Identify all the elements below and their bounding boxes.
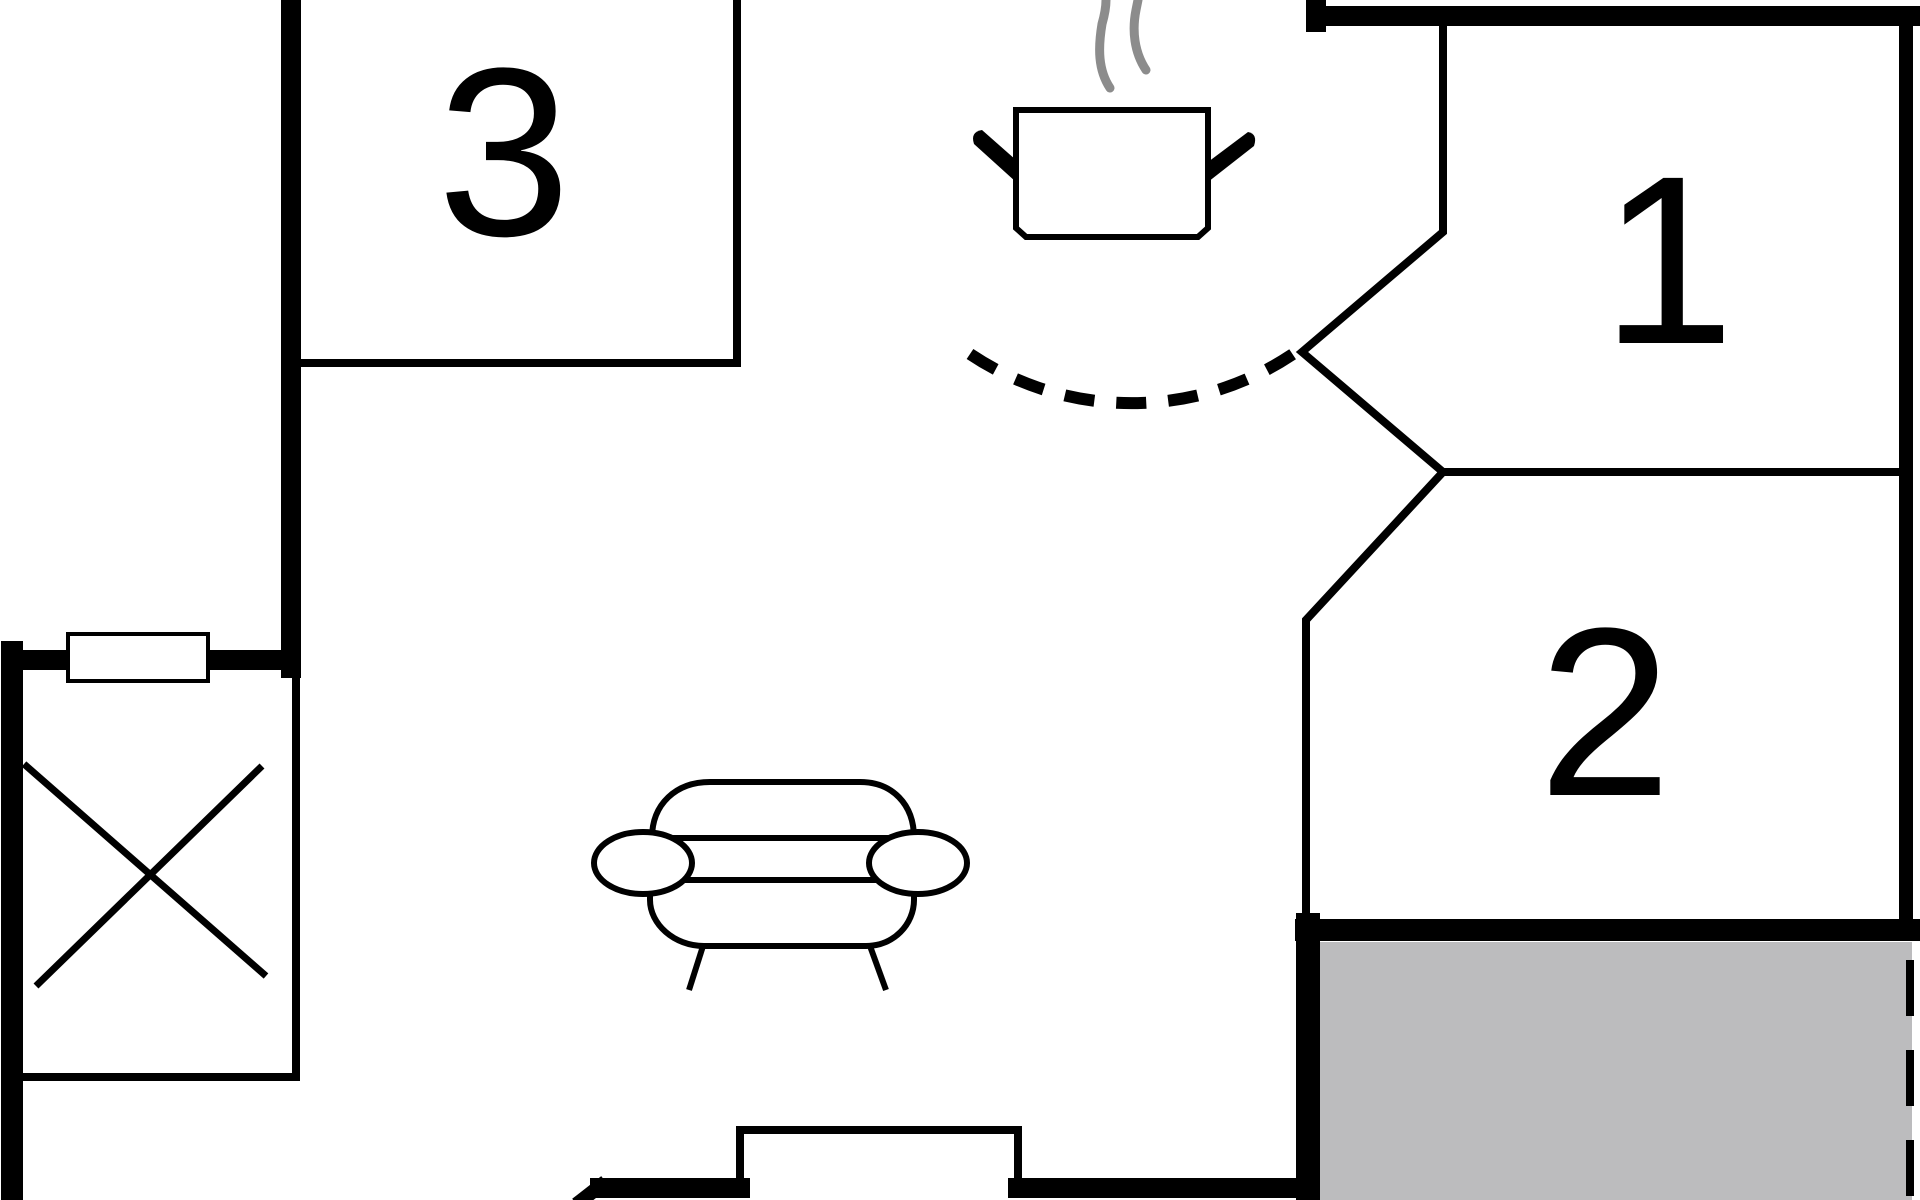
room-label-2: 2 xyxy=(1538,578,1671,846)
room-label-1: 1 xyxy=(1601,126,1734,394)
sofa-icon xyxy=(591,779,970,992)
interior-walls xyxy=(20,0,1906,1188)
window-icon xyxy=(66,632,210,683)
kitchen-pot-icon xyxy=(973,0,1256,240)
terrace xyxy=(1320,942,1914,1200)
room-label-3: 3 xyxy=(437,18,570,286)
cross-mark-icon xyxy=(21,761,269,989)
door-swing-arc xyxy=(966,347,1300,410)
